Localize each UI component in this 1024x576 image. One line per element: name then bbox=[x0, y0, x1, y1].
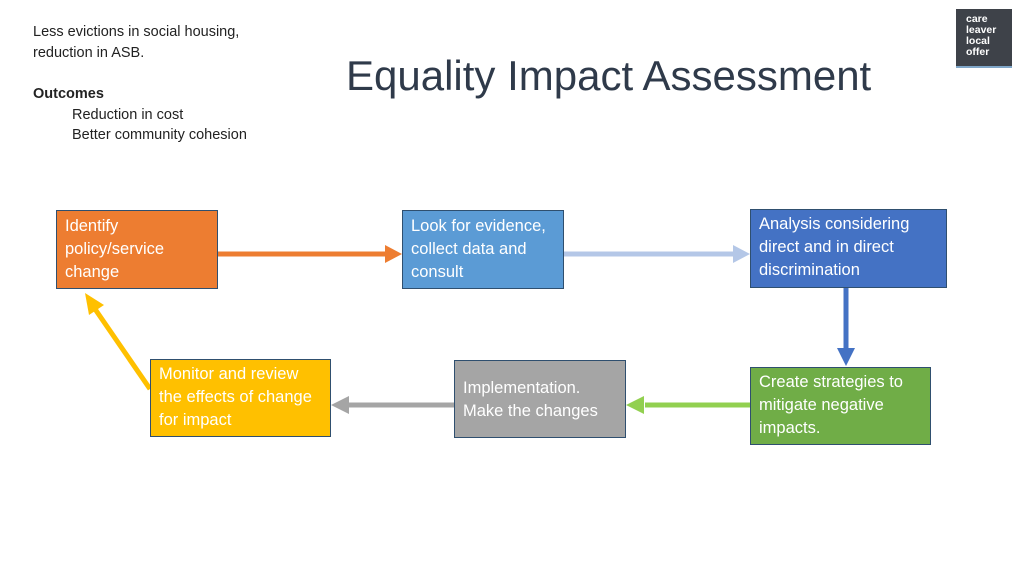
arrowhead bbox=[385, 245, 402, 263]
step-line: change bbox=[65, 263, 120, 281]
arrow-monitor-to-identify bbox=[92, 307, 153, 391]
step-line: Make the changes bbox=[463, 402, 598, 420]
step-analysis: Analysis considering direct and in direc… bbox=[750, 209, 947, 288]
step-collect-evidence: Look for evidence, collect data and cons… bbox=[402, 210, 564, 289]
step-line: for impact bbox=[159, 411, 232, 429]
arrowhead bbox=[837, 348, 855, 366]
intro-line-2: reduction in ASB. bbox=[33, 45, 145, 61]
step-line: direct and in direct bbox=[759, 238, 894, 256]
step-line: Analysis considering bbox=[759, 215, 910, 233]
step-line: Monitor and review bbox=[159, 365, 299, 383]
step-line: Look for evidence, bbox=[411, 217, 546, 235]
intro-line-1: Less evictions in social housing, bbox=[33, 24, 240, 40]
arrowhead bbox=[733, 245, 750, 263]
logo-line: care bbox=[966, 13, 988, 25]
logo-line: offer bbox=[966, 46, 990, 58]
step-line: Create strategies to bbox=[759, 373, 903, 391]
arrowhead bbox=[626, 396, 644, 414]
logo-line: local bbox=[966, 35, 990, 47]
step-line: Identify bbox=[65, 217, 119, 235]
step-line: discrimination bbox=[759, 261, 860, 279]
intro-text: Less evictions in social housing, reduct… bbox=[33, 22, 239, 64]
outcomes-heading: Outcomes bbox=[33, 86, 104, 102]
arrowhead bbox=[85, 293, 104, 315]
page-title: Equality Impact Assessment bbox=[346, 52, 872, 99]
step-line: consult bbox=[411, 263, 464, 281]
logo-line: leaver bbox=[966, 24, 997, 36]
step-identify-policy: Identify policy/service change bbox=[56, 210, 218, 289]
care-leaver-logo: care leaver local offer bbox=[956, 9, 1012, 68]
step-line: the effects of change bbox=[159, 388, 312, 406]
arrowhead bbox=[331, 396, 349, 414]
step-create-strategies: Create strategies to mitigate negative i… bbox=[750, 367, 931, 445]
step-line: policy/service bbox=[65, 240, 165, 258]
step-line: impacts. bbox=[759, 419, 821, 437]
outcome-item: Reduction in cost bbox=[72, 106, 184, 123]
step-line: collect data and bbox=[411, 240, 527, 258]
step-implementation: Implementation. Make the changes bbox=[454, 360, 626, 438]
outcome-item: Better community cohesion bbox=[72, 127, 247, 143]
step-monitor-review: Monitor and review the effects of change… bbox=[150, 359, 331, 437]
outcomes-list: Outcomes Reduction in cost Better commun… bbox=[33, 84, 247, 146]
step-line: Implementation. bbox=[463, 379, 581, 397]
step-line: mitigate negative bbox=[759, 396, 884, 414]
